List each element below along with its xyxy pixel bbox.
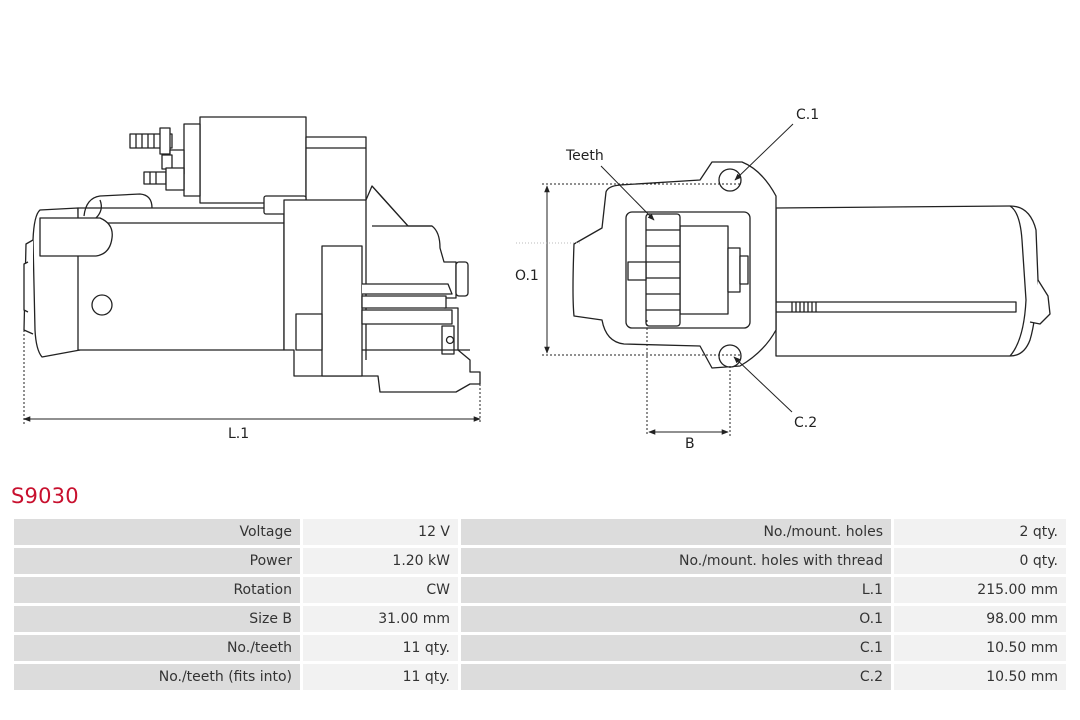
dimension-l1 bbox=[23, 330, 481, 424]
spec-value: 10.50 mm bbox=[894, 664, 1066, 690]
dimension-b bbox=[646, 320, 731, 436]
dimension-o1 bbox=[516, 183, 740, 356]
spec-label: No./teeth (fits into) bbox=[14, 664, 300, 690]
spec-row: Size B 31.00 mm O.1 98.00 mm bbox=[14, 606, 1066, 632]
spec-value: 1.20 kW bbox=[303, 548, 458, 574]
part-number-title: S9030 bbox=[11, 484, 79, 508]
spec-value: 31.00 mm bbox=[303, 606, 458, 632]
spec-value: CW bbox=[303, 577, 458, 603]
spec-value: 11 qty. bbox=[303, 664, 458, 690]
label-c1: C.1 bbox=[796, 107, 819, 123]
spec-value: 2 qty. bbox=[894, 519, 1066, 545]
spec-row: Power 1.20 kW No./mount. holes with thre… bbox=[14, 548, 1066, 574]
label-b: B bbox=[685, 436, 695, 452]
spec-row: No./teeth (fits into) 11 qty. C.2 10.50 … bbox=[14, 664, 1066, 690]
label-teeth: Teeth bbox=[565, 148, 604, 164]
specs-table: Voltage 12 V No./mount. holes 2 qty. Pow… bbox=[11, 516, 1069, 693]
spec-label: Rotation bbox=[14, 577, 300, 603]
spec-label: Power bbox=[14, 548, 300, 574]
technical-drawing: L.1 O.1 bbox=[23, 107, 1051, 452]
label-l1: L.1 bbox=[228, 426, 249, 442]
label-c2: C.2 bbox=[794, 415, 817, 431]
spec-label: C.1 bbox=[461, 635, 891, 661]
spec-value: 215.00 mm bbox=[894, 577, 1066, 603]
leader-lines bbox=[600, 123, 794, 413]
spec-label: Voltage bbox=[14, 519, 300, 545]
label-o1: O.1 bbox=[515, 268, 539, 284]
spec-value: 11 qty. bbox=[303, 635, 458, 661]
spec-value: 12 V bbox=[303, 519, 458, 545]
spec-label: No./teeth bbox=[14, 635, 300, 661]
spec-row: Rotation CW L.1 215.00 mm bbox=[14, 577, 1066, 603]
spec-label: Size B bbox=[14, 606, 300, 632]
starter-side-view bbox=[23, 116, 481, 393]
starter-front-view bbox=[572, 161, 1051, 369]
spec-value: 10.50 mm bbox=[894, 635, 1066, 661]
spec-label: L.1 bbox=[461, 577, 891, 603]
spec-label: No./mount. holes bbox=[461, 519, 891, 545]
spec-row: No./teeth 11 qty. C.1 10.50 mm bbox=[14, 635, 1066, 661]
specs-table-body: Voltage 12 V No./mount. holes 2 qty. Pow… bbox=[14, 519, 1066, 690]
spec-label: No./mount. holes with thread bbox=[461, 548, 891, 574]
spec-value: 0 qty. bbox=[894, 548, 1066, 574]
spec-label: O.1 bbox=[461, 606, 891, 632]
spec-value: 98.00 mm bbox=[894, 606, 1066, 632]
spec-label: C.2 bbox=[461, 664, 891, 690]
spec-row: Voltage 12 V No./mount. holes 2 qty. bbox=[14, 519, 1066, 545]
